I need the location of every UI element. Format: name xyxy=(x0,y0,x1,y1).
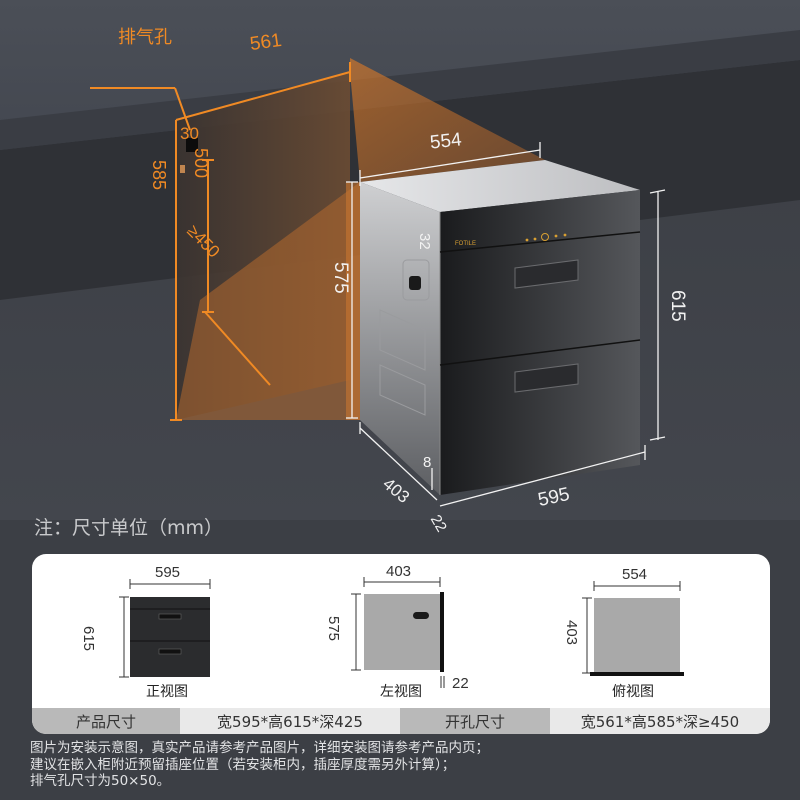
installation-scene: FOTILE 排气孔 561 30 500 585 ≥450 554 575 6… xyxy=(0,0,800,535)
product-size-value: 宽595*高615*深425 xyxy=(180,708,400,734)
left-view-thickness: 22 xyxy=(452,675,469,692)
panel-top-offset-label: 32 xyxy=(416,233,433,250)
left-view: 403 575 22 左视图 xyxy=(300,554,530,704)
product-size-label: 产品尺寸 xyxy=(32,708,180,734)
spec-table: 产品尺寸 宽595*高615*深425 开孔尺寸 宽561*高585*深≥450 xyxy=(32,708,770,734)
orthographic-views-panel: 595 615 正视图 403 xyxy=(32,554,770,734)
front-view: 595 615 正视图 xyxy=(32,554,282,704)
front-view-drawing xyxy=(119,579,211,678)
cutout-height-label: 585 xyxy=(149,160,169,191)
top-view: 554 403 俯视图 xyxy=(540,554,770,704)
left-view-drawing xyxy=(351,577,445,688)
side-height-label: 575 xyxy=(330,262,351,294)
svg-text:FOTILE: FOTILE xyxy=(455,241,476,247)
front-view-caption: 正视图 xyxy=(146,684,188,700)
cutout-size-label: 开孔尺寸 xyxy=(400,708,550,734)
scene-illustration: FOTILE xyxy=(0,0,800,520)
footnotes: 图片为安装示意图，真实产品请参考产品图片，详细安装图请参考产品内页； 建议在嵌入… xyxy=(30,740,489,790)
top-view-drawing xyxy=(582,581,684,676)
top-view-caption: 俯视图 xyxy=(612,684,654,700)
cutout-inner-height-label: 500 xyxy=(191,148,211,179)
left-view-height: 575 xyxy=(325,616,342,642)
cutout-width-label: 561 xyxy=(248,29,284,56)
footnote-line: 图片为安装示意图，真实产品请参考产品图片，详细安装图请参考产品内页； xyxy=(30,740,489,756)
bottom-offset-label: 8 xyxy=(423,454,432,471)
top-view-width: 554 xyxy=(622,566,648,583)
top-width-label: 554 xyxy=(428,129,463,154)
left-view-caption: 左视图 xyxy=(380,684,422,700)
front-view-width: 595 xyxy=(155,564,181,581)
vent-offset-label: 30 xyxy=(180,124,199,143)
front-view-height: 615 xyxy=(80,626,97,652)
left-view-width: 403 xyxy=(386,563,412,580)
vent-hole-label: 排气孔 xyxy=(118,27,172,47)
footnote-line: 建议在嵌入柜附近预留插座位置（若安装柜内，插座厚度需另外计算）； xyxy=(30,756,456,773)
top-view-depth: 403 xyxy=(563,620,580,646)
front-height-label: 615 xyxy=(667,290,688,322)
cutout-size-value: 宽561*高585*深≥450 xyxy=(550,708,770,734)
footnote-line: 排气孔尺寸为50×50。 xyxy=(30,773,171,789)
unit-note: 注：尺寸单位（mm） xyxy=(34,517,224,539)
